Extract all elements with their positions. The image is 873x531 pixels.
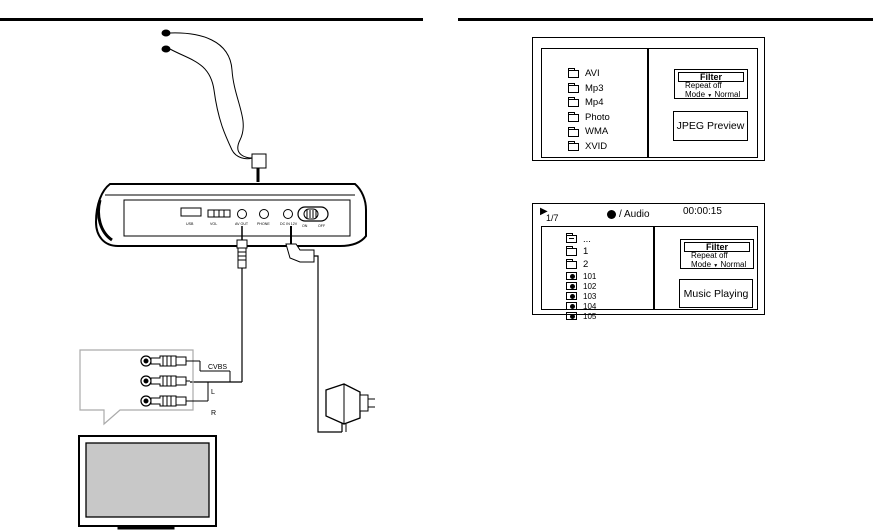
audio-file-icon <box>566 292 577 300</box>
audio-file-icon <box>566 272 577 280</box>
folder-icon <box>568 97 579 108</box>
jpeg-preview-box: JPEG Preview <box>673 111 748 141</box>
folder-icon <box>568 68 579 79</box>
audio-file-icon <box>566 312 577 320</box>
status-bar: ▶ 1/7 / Audio 00:00:15 <box>533 204 764 226</box>
settings-pane: Filter Repeat off Mode ▼ Normal Music Pl… <box>654 226 758 310</box>
list-item[interactable]: 105 <box>566 311 596 321</box>
right-audio-label: R <box>211 410 217 417</box>
filter-settings-box: Filter Repeat off Mode ▼ Normal <box>674 69 748 99</box>
list-item[interactable]: XVID <box>568 140 610 155</box>
folder-icon <box>566 258 577 269</box>
file-list: ... 1 2 101 102 103 104 105 <box>566 233 596 321</box>
music-player-screen: ▶ 1/7 / Audio 00:00:15 ... 1 2 101 102 1… <box>532 203 765 321</box>
folder-icon <box>568 82 579 93</box>
mode-setting[interactable]: Mode ▼ Normal <box>685 89 741 99</box>
mode-arrow-icon: ▼ <box>713 262 719 269</box>
parent-folder-icon <box>566 233 577 243</box>
mode-setting[interactable]: Mode ▼ Normal <box>691 259 747 269</box>
disc-source-icon <box>607 210 616 219</box>
list-item[interactable]: 101 <box>566 271 596 281</box>
rca-jacks <box>140 355 152 407</box>
list-item[interactable]: ... <box>566 233 596 245</box>
connection-diagram <box>78 29 375 530</box>
list-item[interactable]: Photo <box>568 111 610 126</box>
dc-in-label: DC IN 12V <box>280 222 298 226</box>
filter-button[interactable]: Filter <box>684 242 750 252</box>
av-out-label: AV OUT <box>235 222 249 226</box>
audio-file-icon <box>566 282 577 290</box>
rca-plugs <box>150 355 187 407</box>
cvbs-label: CVBS <box>208 364 228 371</box>
track-counter: 1/7 <box>546 213 559 223</box>
audio-file-icon <box>566 302 577 310</box>
folder-list-pane: AVI Mp3 Mp4 Photo WMA XVID <box>541 48 648 158</box>
mode-arrow-icon: ▼ <box>707 92 713 99</box>
earphones-icon <box>161 29 267 182</box>
repeat-setting[interactable]: Repeat off <box>691 251 728 260</box>
list-item[interactable]: 2 <box>566 258 596 271</box>
play-icon: ▶ <box>540 206 548 217</box>
on-label: ON <box>302 224 308 228</box>
list-item[interactable]: 104 <box>566 301 596 311</box>
power-adapter-icon <box>325 383 375 432</box>
right-header-rule <box>458 18 873 21</box>
list-item[interactable]: AVI <box>568 67 610 82</box>
list-item[interactable]: 1 <box>566 245 596 258</box>
file-list-pane: ... 1 2 101 102 103 104 105 <box>541 226 654 321</box>
vol-label: VOL <box>210 222 218 226</box>
filter-button[interactable]: Filter <box>678 72 744 82</box>
av-cable <box>190 226 248 383</box>
music-playing-box: Music Playing <box>679 279 753 308</box>
elapsed-time: 00:00:15 <box>683 206 722 217</box>
list-item[interactable]: Mp3 <box>568 82 610 97</box>
folder-icon <box>568 112 579 123</box>
repeat-setting[interactable]: Repeat off <box>685 81 722 90</box>
list-item[interactable]: Mp4 <box>568 96 610 111</box>
left-audio-label: L <box>211 389 215 396</box>
folder-list: AVI Mp3 Mp4 Photo WMA XVID <box>568 67 610 155</box>
list-item[interactable]: 102 <box>566 281 596 291</box>
source-label: / Audio <box>619 209 650 220</box>
folder-icon <box>566 245 577 256</box>
dvd-player-icon <box>94 183 367 247</box>
filter-settings-box: Filter Repeat off Mode ▼ Normal <box>680 239 754 269</box>
phone-label: PHONE <box>257 222 270 226</box>
folder-icon <box>568 141 579 152</box>
television-icon <box>78 435 217 530</box>
dc-cable <box>285 226 343 433</box>
settings-pane: Filter Repeat off Mode ▼ Normal JPEG Pre… <box>648 48 758 158</box>
list-item[interactable]: 103 <box>566 291 596 301</box>
folder-icon <box>568 126 579 137</box>
tv-av-input-panel <box>79 349 194 426</box>
usb-port-label: USB <box>186 222 194 226</box>
off-label: OFF <box>318 224 326 228</box>
list-item[interactable]: WMA <box>568 125 610 140</box>
left-header-rule <box>0 18 423 21</box>
file-browser-screen: AVI Mp3 Mp4 Photo WMA XVID Filter Repeat… <box>532 37 765 161</box>
